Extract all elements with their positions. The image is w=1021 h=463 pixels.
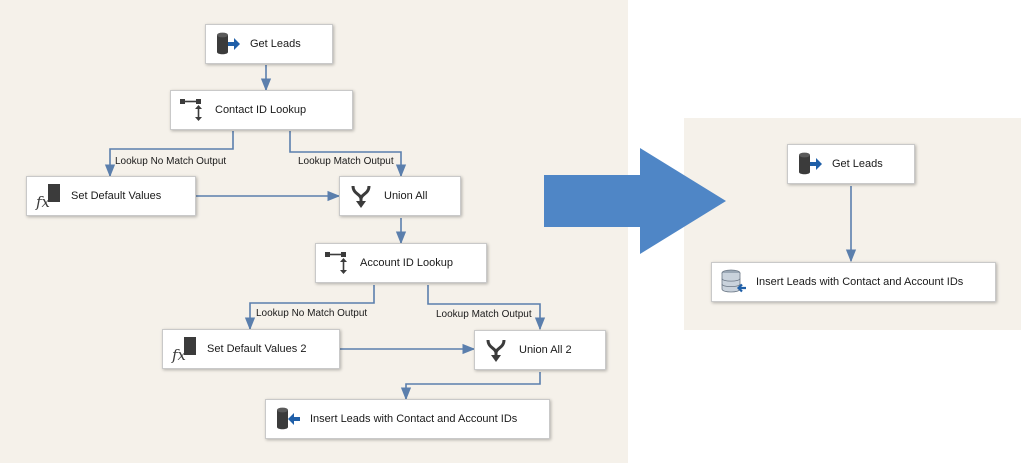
task-label-account-id-lookup: Account ID Lookup (360, 257, 453, 269)
edge-label-account-match: Lookup Match Output (436, 309, 532, 320)
task-label-right-insert-leads: Insert Leads with Contact and Account ID… (756, 276, 964, 288)
derived-column-icon: fx (34, 182, 62, 210)
union-all-icon (347, 182, 375, 210)
svg-text:fx: fx (171, 346, 187, 363)
task-contact-id-lookup[interactable]: Contact ID Lookup (170, 90, 353, 130)
left-data-flow-canvas[interactable] (0, 0, 628, 463)
source-db-icon (213, 30, 241, 58)
lookup-icon (323, 249, 351, 277)
task-label-union-all-2: Union All 2 (519, 344, 572, 356)
task-get-leads[interactable]: Get Leads (205, 24, 333, 64)
edge-label-contact-no-match: Lookup No Match Output (115, 156, 227, 167)
task-label-right-get-leads: Get Leads (832, 158, 883, 170)
task-account-id-lookup[interactable]: Account ID Lookup (315, 243, 487, 283)
destination-db-icon (273, 405, 301, 433)
task-label-union-all: Union All (384, 190, 428, 202)
task-set-default-values-2[interactable]: fx Set Default Values 2 (162, 329, 340, 369)
task-label-contact-id-lookup: Contact ID Lookup (215, 104, 307, 116)
right-arrow-icon (544, 148, 726, 254)
edge-label-account-no-match: Lookup No Match Output (256, 308, 368, 319)
destination-stack-icon (719, 268, 747, 296)
source-db-icon (795, 150, 823, 178)
task-union-all-2[interactable]: Union All 2 (474, 330, 606, 370)
task-right-get-leads[interactable]: Get Leads (787, 144, 915, 184)
task-right-insert-leads[interactable]: Insert Leads with Contact and Account ID… (711, 262, 996, 302)
task-label-set-default-values: Set Default Values (71, 190, 162, 202)
task-insert-leads[interactable]: Insert Leads with Contact and Account ID… (265, 399, 550, 439)
task-union-all[interactable]: Union All (339, 176, 461, 216)
task-label-get-leads: Get Leads (250, 38, 301, 50)
svg-text:fx: fx (35, 193, 51, 210)
task-set-default-values[interactable]: fx Set Default Values (26, 176, 196, 216)
edge-label-contact-match: Lookup Match Output (298, 156, 394, 167)
task-label-set-default-values-2: Set Default Values 2 (207, 343, 307, 355)
task-label-insert-leads: Insert Leads with Contact and Account ID… (310, 413, 518, 425)
derived-column-icon: fx (170, 335, 198, 363)
lookup-icon (178, 96, 206, 124)
union-all-icon (482, 336, 510, 364)
